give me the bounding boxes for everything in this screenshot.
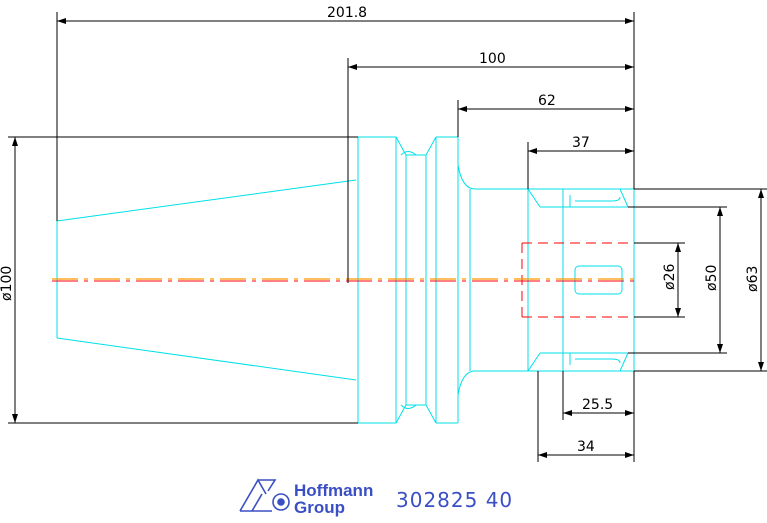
flange-section: [357, 136, 459, 424]
brand-emblem-icon: [239, 478, 290, 512]
dimension-lines: [8, 12, 767, 462]
dim-overall-length: 201.8: [327, 5, 367, 21]
brand-logo: Hoffmann Group: [239, 478, 373, 517]
brand-name-line1: Hoffmann: [294, 481, 373, 500]
dim-length-37: 37: [572, 135, 590, 151]
part-code: 302825 40: [396, 488, 514, 512]
dim-diameter-100: ø100: [0, 266, 15, 301]
dim-length-62: 62: [538, 93, 556, 109]
dim-length-25-5: 25.5: [582, 397, 613, 413]
dim-diameter-26: ø26: [662, 264, 678, 290]
dim-diameter-63: ø63: [745, 266, 761, 292]
brand-name-line2: Group: [294, 498, 345, 517]
taper-section: [56, 179, 357, 381]
centerline: [52, 278, 640, 282]
part-outline: [56, 136, 635, 424]
dim-length-34: 34: [577, 439, 595, 455]
dim-diameter-50: ø50: [704, 265, 720, 291]
collet-nose: [527, 188, 635, 372]
dim-length-100: 100: [479, 51, 506, 67]
dimension-arrowheads: [12, 18, 764, 458]
hidden-bore: [521, 242, 634, 318]
neck-section: [457, 164, 528, 396]
